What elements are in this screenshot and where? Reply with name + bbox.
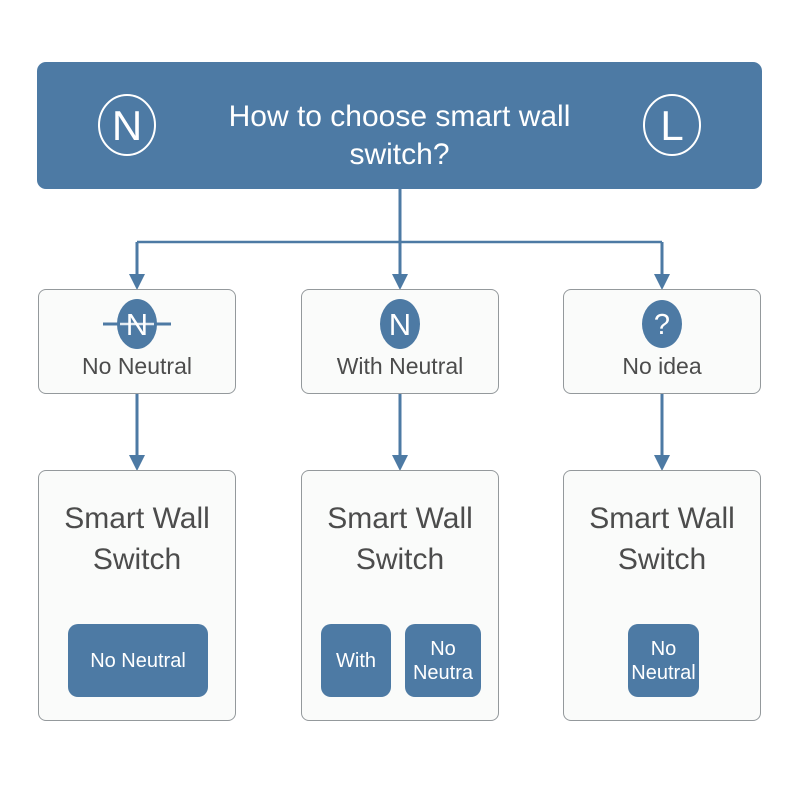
svg-text:N: N — [126, 307, 148, 342]
svg-text:?: ? — [654, 309, 670, 341]
arrowheads — [129, 274, 670, 471]
variant-button-no-neutral[interactable]: No Neutral — [628, 624, 699, 697]
n-circle-icon: N — [380, 299, 420, 349]
result-title: Smart Wall Switch — [589, 502, 735, 576]
result-box-with-neutral: Smart Wall Switch With No Neutra — [301, 470, 499, 721]
result-title: Smart Wall Switch — [327, 502, 473, 576]
svg-text:N: N — [112, 102, 142, 149]
variant-button-no-neutra[interactable]: No Neutra — [405, 624, 481, 697]
option-label: No idea — [622, 353, 702, 379]
variant-button-no-neutral[interactable]: No Neutral — [68, 624, 208, 697]
option-box-with-neutral: N With Neutral — [301, 289, 499, 394]
result-box-no-neutral: Smart Wall Switch No Neutral — [38, 470, 236, 721]
option-label: No Neutral — [82, 353, 192, 379]
result-box-no-idea: Smart Wall Switch No Neutral — [563, 470, 761, 721]
neutral-wire-badge-icon: N — [98, 94, 156, 156]
page-title-line2: switch? — [349, 138, 450, 171]
option-box-no-idea: ? No idea — [563, 289, 761, 394]
svg-text:L: L — [660, 102, 683, 149]
live-wire-badge-icon: L — [643, 94, 701, 156]
n-strikethrough-icon: N — [103, 299, 171, 349]
page-title: How to choose smart wall switch? — [167, 98, 632, 174]
option-box-no-neutral: N No Neutral — [38, 289, 236, 394]
question-mark-icon: ? — [642, 300, 682, 348]
page-title-line1: How to choose smart wall — [228, 100, 571, 133]
svg-text:N: N — [389, 307, 411, 342]
result-title: Smart Wall Switch — [64, 502, 210, 576]
variant-button-with[interactable]: With — [321, 624, 391, 697]
option-label: With Neutral — [336, 353, 464, 379]
header-banner: N How to choose smart wall switch? L — [37, 62, 762, 189]
